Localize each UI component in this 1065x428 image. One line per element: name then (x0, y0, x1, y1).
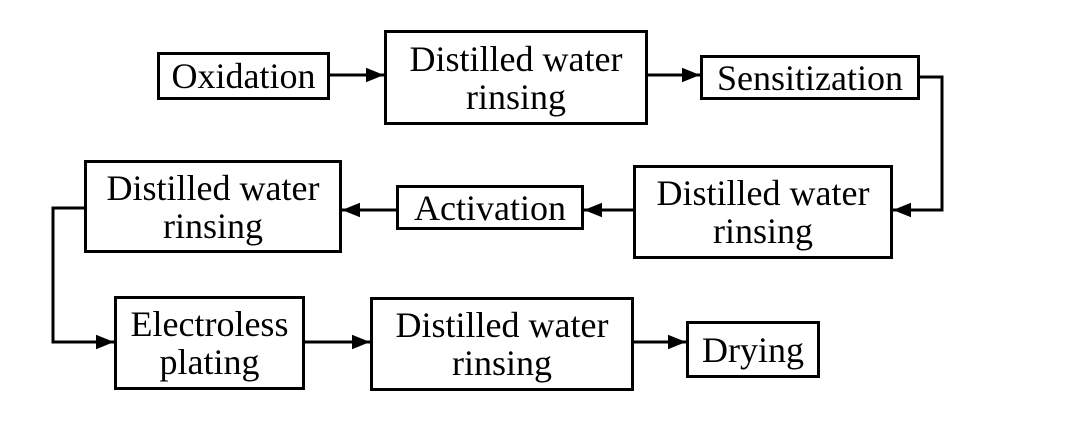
rinse1-line2: rinsing (465, 76, 566, 117)
rinse1-line1: Distilled water (409, 38, 623, 79)
drying-label: Drying (702, 329, 804, 370)
electroless-line1: Electroless (130, 304, 289, 344)
electroless-plating-box: Electroless plating (114, 296, 305, 390)
arrow-rinse-to-electroless (51, 206, 114, 350)
rinse4-line2: rinsing (451, 343, 552, 383)
distilled-water-rinsing-box-4: Distilled water rinsing (370, 297, 634, 391)
sensitization-label: Sensitization (717, 57, 903, 98)
rinse3-line2: rinsing (162, 205, 263, 246)
electroless-line2: plating (159, 342, 260, 382)
distilled-water-rinsing-box-2: Distilled water rinsing (633, 165, 893, 259)
activation-label: Activation (414, 187, 566, 228)
activation-box: Activation (396, 185, 584, 230)
distilled-water-rinsing-box-1: Distilled water rinsing (384, 30, 648, 125)
rinse2-line1: Distilled water (656, 173, 870, 213)
oxidation-label: Oxidation (171, 56, 316, 96)
oxidation-box: Oxidation (157, 52, 330, 100)
distilled-water-rinsing-box-3: Distilled water rinsing (84, 160, 342, 253)
drying-box: Drying (686, 321, 820, 378)
sensitization-box: Sensitization (700, 55, 920, 100)
rinse4-line1: Distilled water (395, 305, 609, 345)
arrow-sensitization-to-rinse (893, 75, 944, 218)
rinse3-line1: Distilled water (106, 167, 320, 208)
rinse2-line2: rinsing (712, 211, 813, 251)
